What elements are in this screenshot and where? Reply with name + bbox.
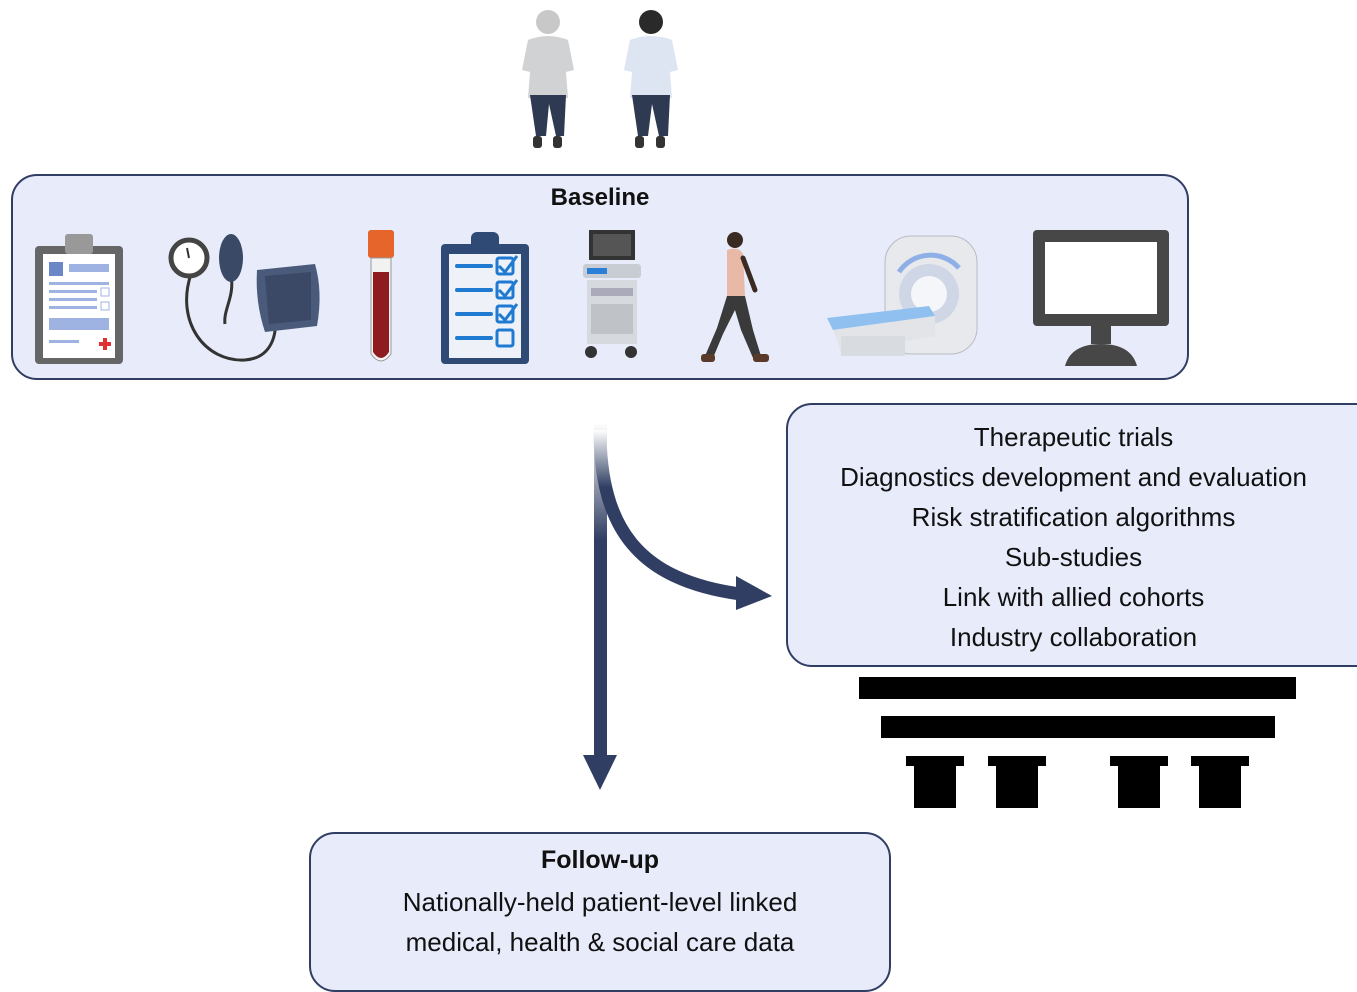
person-right-icon: [624, 10, 678, 148]
down-arrow: [583, 423, 617, 790]
baseline-box: Baseline: [11, 174, 1189, 380]
connectors: [583, 423, 1296, 808]
application-item: Risk stratification algorithms: [911, 502, 1236, 532]
followup-box: Follow-up Nationally-held patient-level …: [309, 832, 891, 992]
curved-arrow: [593, 429, 772, 610]
baseline-title: Baseline: [550, 184, 650, 211]
people-illustration: [522, 10, 678, 148]
checklist-icon: [441, 232, 529, 364]
podium-icon: [859, 677, 1296, 808]
person-left-icon: [522, 10, 574, 148]
application-item: Industry collaboration: [949, 622, 1198, 652]
application-item: Sub-studies: [1004, 542, 1143, 572]
applications-list: Therapeutic trials Diagnostics developme…: [788, 417, 1357, 657]
ultrasound-machine-icon: [583, 230, 641, 358]
clipboard-record-icon: [35, 234, 123, 364]
walking-person-icon: [701, 232, 769, 362]
application-item: Link with allied cohorts: [942, 582, 1205, 612]
computer-monitor-icon: [1033, 230, 1169, 366]
followup-title: Follow-up: [540, 846, 660, 874]
applications-box: Therapeutic trials Diagnostics developme…: [786, 403, 1357, 667]
followup-description: Nationally-held patient-level linked med…: [311, 882, 889, 962]
followup-line: medical, health & social care data: [405, 927, 795, 957]
application-item: Therapeutic trials: [973, 422, 1174, 452]
blood-pressure-monitor-icon: [168, 234, 320, 362]
application-item: Diagnostics development and evaluation: [840, 462, 1307, 492]
mri-scanner-icon: [827, 235, 978, 356]
followup-line: Nationally-held patient-level linked: [402, 887, 798, 917]
blood-tube-icon: [368, 230, 394, 362]
